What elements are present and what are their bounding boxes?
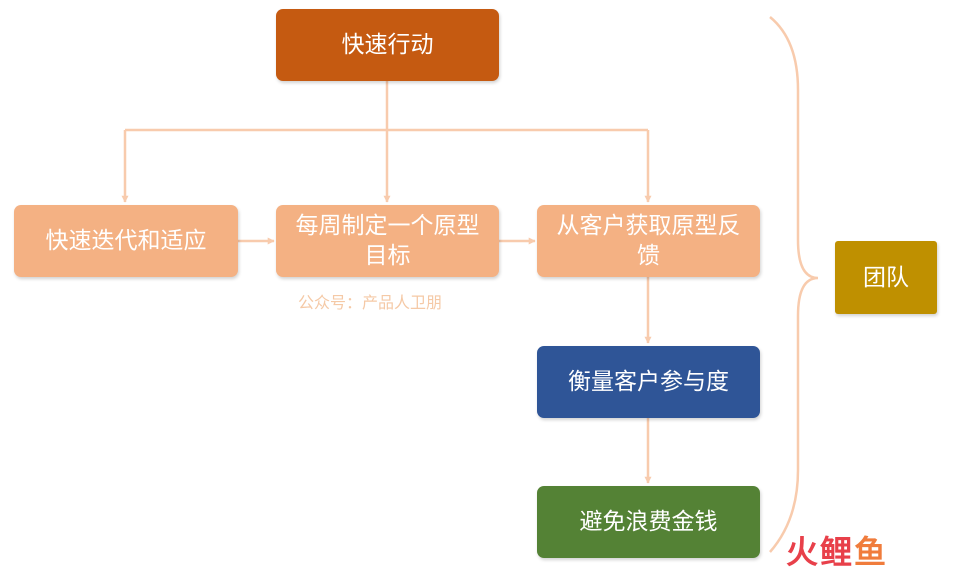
brand-logo-char-1: 火: [786, 533, 821, 571]
node-measure-engagement: 衡量客户参与度: [537, 346, 760, 418]
team-brace: [769, 16, 819, 553]
node-quick-action-label: 快速行动: [341, 32, 434, 58]
brand-logo-char-3: 鱼: [854, 533, 889, 571]
node-iterate-label: 快速迭代和适应: [45, 228, 207, 254]
node-customer-feedback-line2: 馈: [637, 243, 660, 269]
node-avoid-waste: 避免浪费金钱: [537, 486, 760, 558]
node-team: 团队: [835, 241, 937, 314]
node-iterate: 快速迭代和适应: [14, 205, 238, 277]
node-customer-feedback: 从客户获取原型反 馈: [537, 205, 760, 277]
brand-logo: 火鲤鱼: [786, 532, 888, 572]
node-avoid-waste-label: 避免浪费金钱: [579, 509, 718, 535]
node-measure-engagement-label: 衡量客户参与度: [568, 369, 729, 395]
node-weekly-goal-line1: 每周制定一个原型: [295, 213, 480, 239]
watermark-text: 公众号：产品人卫朋: [298, 293, 443, 312]
node-weekly-goal-line2: 目标: [364, 243, 411, 269]
brand-logo-char-2: 鲤: [820, 533, 855, 571]
node-team-label: 团队: [863, 264, 909, 291]
node-customer-feedback-line1: 从客户获取原型反: [556, 213, 741, 239]
node-quick-action: 快速行动: [276, 9, 499, 81]
node-weekly-goal: 每周制定一个原型 目标: [276, 205, 499, 277]
